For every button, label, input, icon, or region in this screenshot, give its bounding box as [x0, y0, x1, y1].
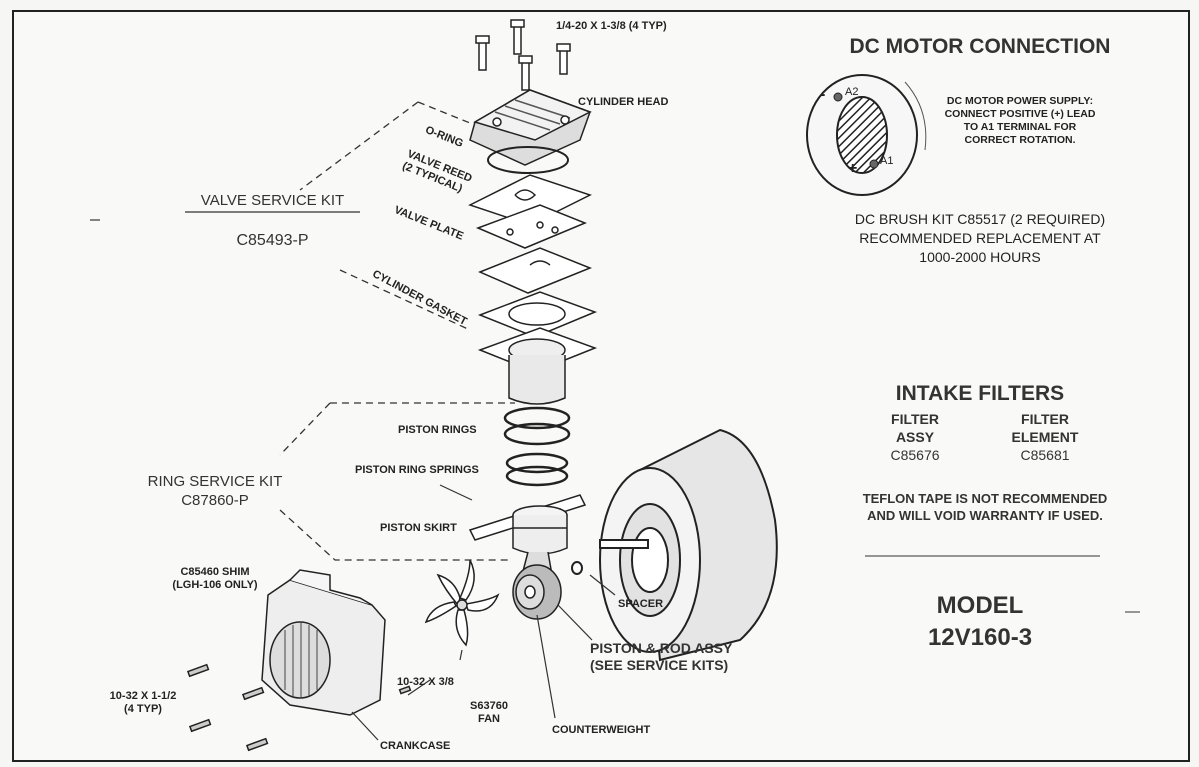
- plus-sign: +: [848, 160, 858, 177]
- crankcase-screws: [186, 663, 412, 752]
- brush-note: DC BRUSH KIT C85517 (2 REQUIRED) RECOMME…: [854, 211, 1106, 265]
- piston-skirt-label: PISTON SKIRT: [380, 522, 457, 534]
- dc-motor-end-view: [806, 74, 927, 196]
- dc-motor-title: DC MOTOR CONNECTION: [849, 35, 1111, 58]
- leader-lines: [351, 484, 616, 741]
- piston-rod-label: PISTON & ROD ASSY(SEE SERVICE KITS): [590, 640, 733, 673]
- fan-part: [424, 559, 500, 647]
- terminal-a2-label: A2: [845, 86, 859, 98]
- valve-kit-name: VALVE SERVICE KIT: [200, 192, 345, 209]
- crankcase-part: [261, 569, 386, 716]
- piston-rings-part: [503, 406, 571, 487]
- cylinder-gasket-part: [477, 291, 598, 338]
- filter-element: FILTER ELEMENT C85681: [1011, 411, 1079, 463]
- head-bolts: [475, 19, 571, 91]
- counterweight-label: COUNTERWEIGHT: [552, 724, 651, 736]
- o-ring-part: [487, 146, 569, 174]
- ring-kit-outline: [279, 402, 515, 561]
- valve-kit-part: C85493-P: [236, 232, 309, 249]
- teflon-warning: TEFLON TAPE IS NOT RECOMMENDED AND WILL …: [862, 491, 1108, 523]
- shim-label: C85460 SHIM(LGH-106 ONLY): [172, 566, 258, 591]
- diagram-frame: [12, 10, 1190, 762]
- piston-rings-label: PISTON RINGS: [398, 424, 477, 436]
- ring-kit-part: C87860-P: [181, 492, 249, 509]
- spacer-part: [571, 561, 583, 575]
- intake-title: INTAKE FILTERS: [895, 382, 1065, 405]
- model-label: MODEL: [936, 592, 1024, 619]
- large-screw-label: 10-32 X 1-1/2(4 TYP): [109, 690, 177, 715]
- crankcase-label: CRANKCASE: [380, 740, 451, 752]
- valve-kit-outline: [299, 101, 476, 331]
- cylinder-part: [477, 327, 598, 405]
- model-number: 12V160-3: [927, 624, 1033, 651]
- counterweight-part: [512, 564, 562, 620]
- valve-plate-part: [475, 204, 587, 249]
- spacer-label: SPACER: [618, 598, 664, 610]
- small-screw-label: 10-32 X 3/8: [397, 676, 454, 688]
- piston-ring-springs-label: PISTON RING SPRINGS: [355, 464, 479, 476]
- cylinder-head-part: [469, 89, 592, 166]
- terminal-a1-label: A1: [880, 155, 894, 167]
- filter-assy: FILTER ASSY C85676: [890, 411, 940, 463]
- cylinder-head-label: CYLINDER HEAD: [578, 96, 669, 108]
- minus-sign: -: [820, 86, 826, 103]
- head-bolts-label: 1/4-20 X 1-3/8 (4 TYP): [556, 20, 667, 32]
- ring-kit-name: RING SERVICE KIT: [147, 473, 283, 490]
- motor-part: [599, 428, 778, 662]
- power-note: DC MOTOR POWER SUPPLY: CONNECT POSITIVE …: [944, 95, 1096, 146]
- valve-reed-part-2: [478, 247, 593, 294]
